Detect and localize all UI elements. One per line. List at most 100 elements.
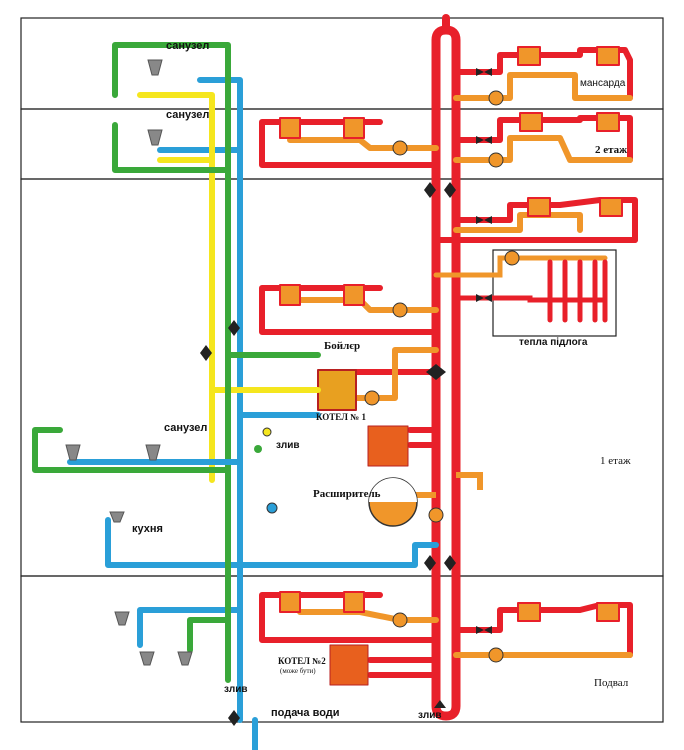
valve-7 — [444, 182, 456, 198]
floor1-radiator-l1 — [279, 284, 301, 306]
floor2-radiator-l1 — [279, 117, 301, 139]
drain-gauge — [266, 502, 278, 514]
tap-basement-c — [177, 651, 193, 666]
attic-circuit — [453, 46, 633, 101]
pump-floor2-left — [392, 140, 408, 156]
recirc-riser — [112, 42, 231, 683]
expansion-pipe-right — [456, 472, 483, 490]
tap-sanuzel-1st-a — [65, 444, 81, 461]
basement-radiator-l2 — [343, 591, 365, 613]
valve-cold-b — [228, 710, 240, 726]
floor-frame-basement — [20, 575, 664, 723]
label-kotel1: КОТЕЛ № 1 — [316, 412, 366, 422]
pump-boiler — [364, 390, 380, 406]
pump-expansion — [428, 507, 444, 523]
pump-attic — [488, 90, 504, 106]
pump-floor2-right — [488, 152, 504, 168]
label-zliv-bottom-center: злив — [418, 710, 442, 721]
basement-right-supply — [453, 602, 633, 658]
expansion-group — [368, 472, 483, 527]
hot-riser — [137, 92, 215, 483]
kotel1-pipes — [407, 427, 439, 448]
pump-floor1-left — [392, 302, 408, 318]
cold-kitchen — [105, 517, 243, 568]
riser-loop — [431, 25, 461, 721]
tap-sanuzel-1st-b — [145, 444, 161, 461]
attic-supply-pipe — [453, 47, 633, 101]
valve-9 — [444, 555, 456, 571]
valve-basement-drain — [434, 700, 446, 708]
floor2-left-supply — [259, 119, 439, 168]
basement-radiator-r2 — [596, 602, 620, 622]
underfloor-box — [492, 249, 617, 337]
cold-basement — [137, 607, 243, 648]
recirc-basement — [187, 617, 231, 653]
tap-basement-a — [114, 611, 130, 626]
attic-radiator-2 — [596, 46, 620, 66]
label-floor2: 2 етаж — [595, 144, 628, 156]
label-floor1: 1 етаж — [600, 455, 631, 467]
label-sanuzel-2nd: санузел — [166, 109, 210, 121]
label-mansarda: мансарда — [580, 78, 626, 89]
basement-circuit — [259, 591, 633, 686]
valves — [200, 68, 492, 726]
valve-hot — [200, 345, 212, 361]
recirc-1st — [32, 427, 231, 473]
floor1-right-supply — [453, 197, 638, 243]
boiler-tank — [317, 369, 357, 411]
drain-yellow — [262, 427, 272, 437]
valve-cold-a — [228, 320, 240, 336]
expansion-tank-top — [369, 478, 417, 502]
floor2-radiator-r1 — [519, 112, 543, 132]
label-boiler: Бойлєр — [324, 340, 361, 352]
floor1-radiator-r2 — [599, 197, 623, 217]
label-rasshiritel: Расширитель — [313, 488, 381, 500]
valve-8 — [424, 555, 436, 571]
floor2-right-supply — [453, 115, 633, 163]
basement-radiator-l1 — [279, 591, 301, 613]
pump-underfloor — [504, 250, 520, 266]
valve-three-way — [426, 364, 446, 380]
main-riser — [431, 14, 461, 721]
pumps — [364, 90, 520, 663]
floor1-radiator-r1 — [527, 197, 551, 217]
label-teplapidloga: тепла підлога — [519, 337, 588, 348]
floor2-radiator-r2 — [596, 112, 620, 132]
drain-fittings — [254, 427, 278, 514]
label-podacha: подача води — [271, 707, 340, 719]
floor1-right-circuit — [433, 197, 638, 243]
floor2-left-return — [287, 137, 439, 151]
label-podval: Подвал — [594, 677, 629, 689]
tap-sanuzel-top — [147, 59, 163, 76]
label-sanuzel-top: санузел — [166, 40, 210, 52]
drain-mid — [254, 445, 262, 453]
tap-basement-b — [139, 651, 155, 666]
floor1-left-return — [297, 297, 439, 313]
label-kotel2-note: (може бути) — [280, 667, 316, 675]
basement-left-return — [297, 609, 439, 623]
valve-1 — [476, 68, 492, 76]
label-kuhnya: кухня — [132, 523, 163, 535]
valve-6 — [424, 182, 436, 198]
floor2-left-circuit — [259, 117, 439, 168]
floor2-radiator-l2 — [343, 117, 365, 139]
cold-riser — [197, 77, 243, 723]
label-zliv-bottom-left: злив — [224, 684, 248, 695]
label-sanuzel-1st: санузел — [164, 422, 208, 434]
attic-radiator-1 — [517, 46, 541, 66]
tap-kitchen — [109, 511, 125, 523]
basement-left-supply — [259, 592, 439, 643]
floor-frames — [20, 17, 664, 723]
kotel2-pipes — [367, 657, 439, 678]
water-risers — [32, 42, 439, 750]
cold-to-riser — [237, 542, 439, 568]
label-kotel2: КОТЕЛ №2 — [278, 656, 326, 666]
tap-sanuzel-2nd — [147, 129, 163, 146]
underfloor-return — [433, 255, 608, 278]
valve-4 — [476, 294, 492, 302]
kotel1-box — [367, 425, 409, 467]
pump-basement-right — [488, 647, 504, 663]
valve-2 — [476, 136, 492, 144]
floor1-left-circuit — [259, 284, 439, 335]
